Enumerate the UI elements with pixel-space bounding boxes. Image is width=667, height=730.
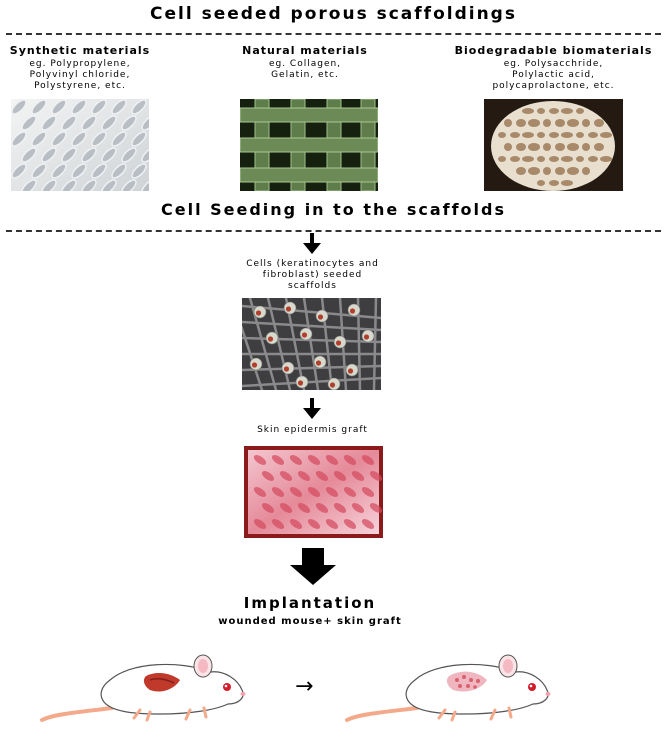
biodegradable-scaffold-image	[484, 99, 623, 191]
down-arrow-icon	[302, 233, 322, 255]
natural-examples: eg. Collagen, Gelatin, etc.	[268, 59, 342, 80]
page-title: Cell seeded porous scaffoldings	[150, 4, 517, 24]
synthetic-column: Synthetic materials eg. Polypropylene, P…	[0, 44, 160, 92]
synthetic-scaffold-image	[11, 99, 149, 191]
large-down-arrow-icon	[290, 548, 336, 586]
natural-scaffold-image	[240, 99, 378, 191]
implantation-title: Implantation	[243, 594, 377, 612]
biodegradable-column: Biodegradable biomaterials eg. Polysacch…	[440, 44, 667, 92]
synthetic-examples: eg. Polypropylene, Polyvinyl chloride, P…	[29, 59, 131, 91]
synthetic-heading: Synthetic materials	[9, 44, 151, 57]
natural-column: Natural materials eg. Collagen, Gelatin,…	[225, 44, 385, 81]
implantation-subtitle: wounded mouse+ skin graft	[218, 616, 402, 627]
down-arrow-icon-2	[302, 398, 322, 420]
biodegradable-heading: Biodegradable biomaterials	[454, 44, 653, 57]
seeded-caption: Cells (keratinocytes and fibroblast) see…	[246, 259, 379, 291]
right-arrow-icon: →	[295, 674, 314, 699]
seeding-title: Cell Seeding in to the scaffolds	[160, 200, 506, 219]
biodegradable-examples: eg. Polysacchride, Polylactic acid, poly…	[492, 59, 615, 91]
natural-heading: Natural materials	[242, 44, 368, 57]
graft-image	[244, 446, 383, 538]
graft-caption: Skin epidermis graft	[257, 425, 368, 435]
seeded-scaffold-image	[242, 298, 381, 390]
divider-top	[6, 33, 661, 35]
grafted-mouse-image	[345, 650, 555, 725]
wounded-mouse-image	[40, 650, 248, 725]
divider-seeding	[6, 230, 661, 232]
